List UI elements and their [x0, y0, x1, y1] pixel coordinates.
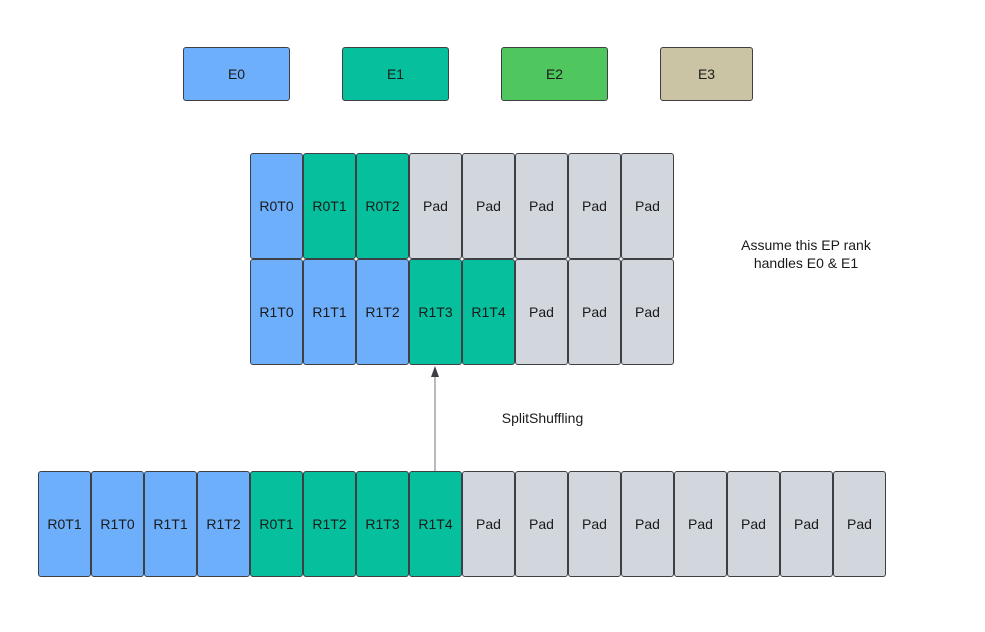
- pad-cell: Pad: [833, 471, 886, 577]
- token-cell: R1T1: [303, 259, 356, 365]
- legend-e2: E2: [501, 47, 608, 101]
- note-line-1: Assume this EP rank: [741, 237, 871, 253]
- token-cell: R1T4: [409, 471, 462, 577]
- note-line-2: handles E0 & E1: [753, 255, 859, 271]
- token-cell: R1T2: [197, 471, 250, 577]
- pad-cell: Pad: [462, 471, 515, 577]
- token-cell: R1T2: [356, 259, 409, 365]
- token-cell: R1T0: [91, 471, 144, 577]
- pad-cell: Pad: [621, 471, 674, 577]
- pad-cell: Pad: [515, 471, 568, 577]
- pad-cell: Pad: [674, 471, 727, 577]
- pad-cell: Pad: [780, 471, 833, 577]
- token-cell: R0T1: [38, 471, 91, 577]
- token-cell: R1T4: [462, 259, 515, 365]
- token-cell: R1T0: [250, 259, 303, 365]
- pad-cell: Pad: [568, 471, 621, 577]
- token-cell: R1T3: [356, 471, 409, 577]
- legend-e0: E0: [183, 47, 290, 101]
- pad-cell: Pad: [515, 153, 568, 259]
- token-cell: R1T2: [303, 471, 356, 577]
- token-cell: R0T0: [250, 153, 303, 259]
- token-cell: R1T3: [409, 259, 462, 365]
- token-cell: R1T1: [144, 471, 197, 577]
- pad-cell: Pad: [621, 153, 674, 259]
- pad-cell: Pad: [568, 259, 621, 365]
- pad-cell: Pad: [621, 259, 674, 365]
- pad-cell: Pad: [409, 153, 462, 259]
- pad-cell: Pad: [462, 153, 515, 259]
- token-cell: R0T1: [303, 153, 356, 259]
- ep-rank-note: Assume this EP rank handles E0 & E1: [718, 236, 894, 272]
- token-cell: R0T2: [356, 153, 409, 259]
- pad-cell: Pad: [515, 259, 568, 365]
- pad-cell: Pad: [568, 153, 621, 259]
- legend-e3: E3: [660, 47, 753, 101]
- arrow-label: SplitShuffling: [501, 410, 584, 426]
- token-cell: R0T1: [250, 471, 303, 577]
- legend-e1: E1: [342, 47, 449, 101]
- pad-cell: Pad: [727, 471, 780, 577]
